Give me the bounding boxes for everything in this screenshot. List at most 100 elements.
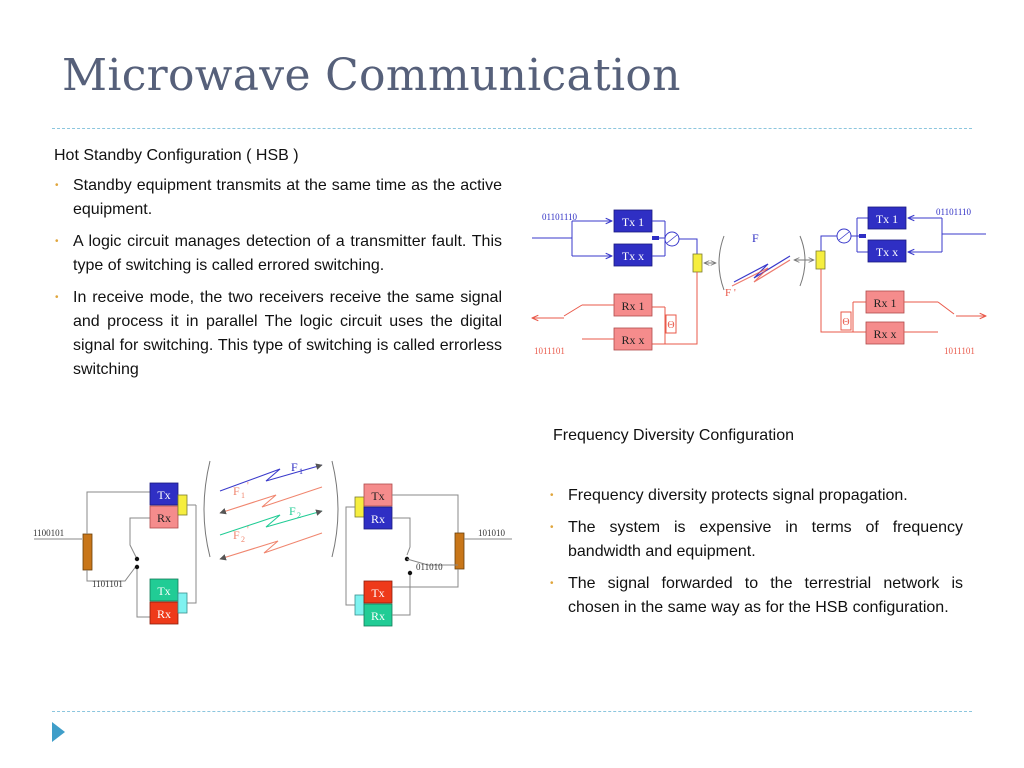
fd-f2p-label: F (233, 528, 240, 542)
fd-f1-return-arrow (219, 486, 323, 515)
hsb-right-tx1-box (867, 206, 907, 230)
fd-left-lower-tx-box (149, 578, 179, 602)
fd-left-switch-unit (82, 533, 93, 571)
fd-bullet-2: The system is expensive in terms of freq… (548, 516, 963, 564)
fd-left-bits-sub: 1101101 (92, 579, 123, 589)
fd-left-lower-tx-label: Tx (157, 584, 170, 598)
hsb-link-zigzag-return (731, 259, 791, 287)
hsb-left-tx1-label: Tx 1 (622, 215, 644, 229)
fd-f2-label: F (289, 504, 296, 518)
fd-left-upper-tx-label: Tx (157, 488, 170, 502)
hsb-bullet-list: Standby equipment transmits at the same … (53, 174, 502, 390)
hsb-bullet-1: Standby equipment transmits at the same … (53, 174, 502, 222)
hsb-right-antenna-to-circulator (820, 235, 837, 251)
fd-f2-forward-arrow (219, 509, 323, 536)
fd-left-switch-node (134, 556, 140, 562)
fd-heading: Frequency Diversity Configuration (553, 427, 794, 444)
hsb-left-input-bits: 01101110 (542, 212, 577, 222)
fd-bullet-list: Frequency diversity protects signal prop… (548, 484, 963, 628)
hsb-left-output-bits: 1011101 (534, 346, 565, 356)
fd-right-upper-feed (392, 494, 459, 533)
hsb-right-txx-label: Tx x (876, 245, 898, 259)
hsb-link-zigzag (733, 255, 791, 283)
hsb-right-circulator-mark (838, 231, 850, 241)
hsb-left-txx-label: Tx x (622, 249, 644, 263)
fd-f2p-prime: ' (247, 525, 249, 536)
hsb-left-rx-feed (665, 272, 698, 345)
fd-left-lower-filter (177, 592, 188, 614)
fd-f1-sub: 1 (299, 467, 303, 476)
fd-f1p-sub: 1 (241, 491, 245, 500)
hsb-left-switch-blade (563, 304, 583, 317)
fd-right-filter-drop (345, 506, 355, 606)
hsb-right-input-bits: 01101110 (936, 207, 971, 217)
hsb-right-rx1-label: Rx 1 (873, 296, 896, 310)
hsb-right-phase-label: Θ (842, 317, 849, 328)
hsb-left-brace (718, 235, 725, 291)
fd-diagram: 1100101 1101101 Tx Rx Tx Rx F 1 F 1 ' F … (33, 460, 512, 627)
hsb-right-rx-feed (820, 269, 853, 333)
hsb-diagram: 01101110 Tx 1 Tx x Θ Rx 1 Rx x 1011101 F… (528, 206, 990, 356)
hsb-freq-label: F (752, 231, 759, 245)
slide-title: Microwave Communication (62, 50, 681, 101)
hsb-right-rxx-box (865, 321, 905, 345)
hsb-right-brace (799, 235, 806, 287)
fd-f1p-label: F (233, 484, 240, 498)
hsb-right-antenna-box (815, 250, 826, 270)
fd-right-lower-rx-to-switch (392, 573, 411, 616)
fd-left-filter-drop (187, 505, 197, 604)
hsb-heading: Hot Standby Configuration ( HSB ) (54, 147, 299, 164)
fd-right-lower-rx-label: Rx (371, 609, 385, 623)
hsb-left-antenna-box (692, 253, 703, 273)
fd-left-upper-feed (86, 491, 150, 534)
hsb-bullet-2: A logic circuit manages detection of a t… (53, 230, 502, 278)
fd-right-lower-tx-box (363, 580, 393, 604)
hsb-right-txx-box (867, 239, 907, 263)
hsb-right-output-bits: 1011101 (944, 346, 975, 356)
fd-left-rx-to-switch (129, 517, 150, 560)
hsb-left-phase-box (665, 314, 677, 334)
hsb-left-rx1-label: Rx 1 (621, 299, 644, 313)
hsb-right-tx1-label: Tx 1 (876, 212, 898, 226)
fd-right-upper-rx-label: Rx (371, 512, 385, 526)
fd-left-brace (203, 460, 211, 558)
hsb-left-txx-box (613, 243, 653, 267)
fd-right-rx-to-switch (392, 517, 411, 556)
fd-bullet-1: Frequency diversity protects signal prop… (548, 484, 963, 508)
fd-right-upper-tx-label: Tx (371, 489, 384, 503)
hsb-right-switch-blade (937, 301, 955, 315)
fd-f1-forward-arrow (219, 463, 323, 492)
hsb-left-switch-block (652, 236, 659, 240)
hsb-left-circulator-mark (666, 234, 678, 244)
hsb-left-rxx-label: Rx x (621, 333, 644, 347)
fd-right-lower-feed (392, 569, 459, 588)
fd-right-bits-sub: 011010 (416, 562, 443, 572)
fd-right-upper-filter (354, 496, 365, 518)
fd-right-brace (331, 460, 339, 558)
hsb-left-phase-label: Θ (667, 320, 674, 331)
fd-left-lower-feed (86, 564, 138, 582)
bottom-divider (52, 711, 972, 712)
fd-left-lower-rx-to-switch (136, 565, 150, 618)
fd-right-switch-to-unit (406, 558, 458, 566)
fd-right-lower-filter (354, 594, 365, 616)
fd-left-upper-rx-label: Rx (157, 511, 171, 525)
hsb-left-tx-to-antenna (679, 238, 698, 256)
fd-left-upper-rx-box (149, 505, 179, 529)
hsb-right-phase-box (840, 311, 852, 331)
fd-left-lower-rx-label: Rx (157, 607, 171, 621)
fd-f2-sub: 2 (297, 511, 301, 520)
fd-f2p-sub: 2 (241, 535, 245, 544)
hsb-bullet-3: In receive mode, the two receivers recei… (53, 286, 502, 382)
hsb-right-switch-block (859, 234, 866, 238)
fd-left-bits-main: 1100101 (33, 528, 64, 538)
fd-bullet-3: The signal forwarded to the terrestrial … (548, 572, 963, 620)
top-divider (52, 128, 972, 129)
fd-f1p-prime: ' (247, 481, 249, 492)
hsb-freq-prime-label: F ' (725, 287, 736, 299)
play-icon[interactable] (52, 722, 65, 742)
fd-right-lower-tx-label: Tx (371, 586, 384, 600)
fd-right-bits-main: 101010 (478, 528, 506, 538)
fd-left-switch-node-2 (134, 564, 140, 570)
fd-f1-label: F (291, 460, 298, 474)
